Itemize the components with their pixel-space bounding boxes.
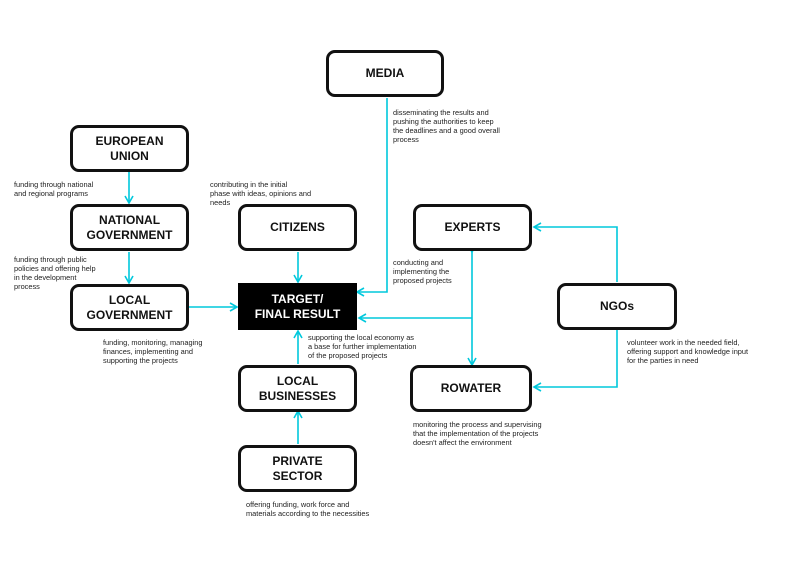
private-sector-box: PRIVATE SECTOR [238, 445, 357, 492]
local-government-note: funding, monitoring, managing finances, … [103, 338, 203, 365]
arrow-media-to-target [355, 98, 388, 297]
arrow-ngos-to-rowater [532, 330, 618, 392]
target-final-result-box: TARGET/ FINAL RESULT [238, 283, 357, 330]
experts-box: EXPERTS [413, 204, 532, 251]
ngos-box: NGOs [557, 283, 677, 330]
local-government-box: LOCAL GOVERNMENT [70, 284, 189, 331]
local-businesses-note: supporting the local economy as a base f… [308, 333, 417, 360]
rowater-note: monitoring the process and supervising t… [413, 420, 542, 447]
private-sector-note: offering funding, work force and materia… [246, 500, 370, 518]
national-government-box: NATIONAL GOVERNMENT [70, 204, 189, 251]
local-businesses-box: LOCAL BUSINESSES [238, 365, 357, 412]
european-union-box: EUROPEAN UNION [70, 125, 189, 172]
experts-note: conducting and implementing the proposed… [393, 258, 452, 285]
rowater-box: ROWATER [410, 365, 532, 412]
citizens-box: CITIZENS [238, 204, 357, 251]
national-government-note: funding through public policies and offe… [14, 255, 96, 291]
media-note: disseminating the results and pushing th… [393, 108, 500, 144]
arrow-ngos-to-experts [532, 222, 618, 282]
citizens-note: contributing in the initial phase with i… [210, 180, 312, 207]
media-box: MEDIA [326, 50, 444, 97]
european-union-note: funding through national and regional pr… [14, 180, 94, 198]
ngos-note: volunteer work in the needed field, offe… [627, 338, 749, 365]
